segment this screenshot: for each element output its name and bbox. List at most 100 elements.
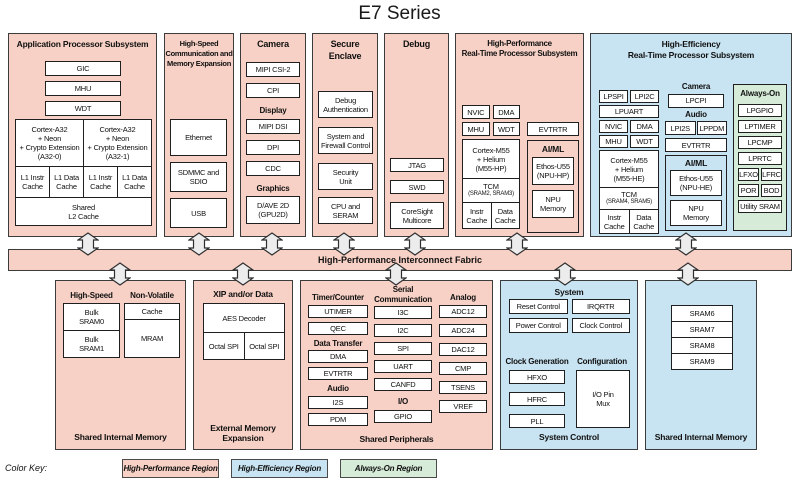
l1-instr-cache: L1 Instr Cache (84, 167, 117, 197)
interconnect-arrow (232, 262, 254, 286)
sram6-box: SRAM6 (672, 306, 732, 321)
cache-box: Cache (125, 303, 179, 319)
interconnect-arrow (675, 232, 697, 256)
hfrc-box: HFRC (509, 392, 565, 406)
l1-instr-cache: L1 Instr Cache (16, 167, 49, 197)
coresight-multicore-box: CoreSight Multicore (390, 202, 444, 229)
security-unit-box: Security Unit (318, 163, 373, 190)
timer-counter-heading: Timer/Counter (312, 293, 364, 302)
lpgpio-box: LPGPIO (738, 103, 782, 117)
hs-comm-memory-expansion: High-Speed Communication and Memory Expa… (164, 33, 234, 237)
debug-authentication-box: Debug Authentication (318, 91, 373, 118)
he-realtime-subsystem: High-Efficiency Real-Time Processor Subs… (590, 33, 792, 237)
sram9-box: SRAM9 (672, 354, 732, 369)
lpspi-box: LPSPI (599, 90, 628, 103)
hert-title: High-Efficiency Real-Time Processor Subs… (627, 39, 755, 61)
shared-internal-memory-right: SRAM6 SRAM7 SRAM8 SRAM9 Shared Internal … (645, 280, 757, 450)
uart-box: UART (374, 360, 432, 374)
sram8-box: SRAM8 (672, 338, 732, 353)
hp-wdt-box: WDT (492, 122, 520, 136)
color-key-label: Color Key: (5, 463, 48, 473)
ethos-u55-hp-box: Ethos-U55 (NPU-HP) (532, 157, 574, 186)
io-pin-mux-box: I/O Pin Mux (576, 370, 630, 428)
clock-generation-heading: Clock Generation (505, 357, 569, 366)
lpcpi-box: LPCPI (668, 93, 724, 108)
lpcmp-box: LPCMP (738, 135, 782, 149)
io-heading: I/O (397, 397, 409, 407)
system-control-title: System Control (538, 431, 600, 442)
he-aiml-heading: AI/ML (684, 158, 708, 169)
usb-box: USB (170, 198, 227, 228)
eme-title: External Memory Expansion (210, 422, 276, 443)
high-speed-heading: High-Speed (70, 291, 113, 300)
utility-sram-box: Utility SRAM (738, 199, 782, 213)
system-control: System Reset Control IRQRTR Power Contro… (500, 280, 638, 450)
i2s-box: I2S (308, 395, 368, 409)
mhu-box: MHU (45, 81, 121, 96)
serial-communication-heading: Serial Communication (374, 285, 432, 304)
hp-evtrtr-box: EVTRTR (527, 122, 579, 136)
gic-box: GIC (45, 61, 121, 76)
he-data-cache: Data Cache (629, 210, 658, 233)
vref-box: VREF (439, 399, 487, 413)
interconnect-fabric-label: High-Performance Interconnect Fabric (317, 255, 483, 265)
gpu2d-box: D/AVE 2D (GPU2D) (246, 196, 300, 224)
cmp-box: CMP (439, 361, 487, 375)
system-firewall-control-box: System and Firewall Control (318, 127, 373, 154)
he-dma-box: DMA (630, 120, 659, 133)
camera-title: Camera (257, 39, 289, 49)
octal-spi-box: Octal SPI (204, 333, 244, 359)
audio-heading: Audio (327, 384, 349, 394)
cdc-box: CDC (246, 161, 300, 176)
shared-l2-cache: Shared L2 Cache (16, 198, 151, 225)
shared-internal-memory-left: High-Speed Bulk SRAM0 Bulk SRAM1 Non-Vol… (55, 280, 186, 450)
ethos-u55-he-box: Ethos-U55 (NPU-HE) (670, 170, 722, 197)
i2c-box: I2C (374, 324, 432, 338)
lprtc-box: LPRTC (738, 151, 782, 165)
external-memory-expansion: XIP and/or Data AES Decoder Octal SPI Oc… (193, 280, 293, 450)
cpu-seram-box: CPU and SERAM (318, 197, 373, 224)
octal-spi-box: Octal SPI (244, 333, 284, 359)
he-tcm-box: TCM (SRAM4, SRAM5) (600, 188, 658, 209)
color-key-always-on: Always-On Region (340, 459, 437, 478)
he-audio-heading: Audio (685, 109, 707, 119)
hp-mhu-box: MHU (462, 122, 490, 136)
he-nvic-box: NVIC (599, 120, 628, 133)
application-processor-subsystem: Application Processor Subsystem GIC MHU … (8, 33, 157, 237)
hp-realtime-subsystem: High-Performance Real-Time Processor Sub… (455, 33, 584, 237)
interconnect-arrow (261, 232, 283, 256)
dma-box: DMA (308, 350, 368, 364)
bulk-sram0-box: Bulk SRAM0 (64, 303, 119, 330)
irqrtr-box: IRQRTR (571, 299, 630, 314)
spi-box: SPI (374, 342, 432, 356)
hprt-title: High-Performance Real-Time Processor Sub… (461, 39, 578, 59)
he-aiml-box: AI/ML Ethos-U55 (NPU-HE) NPU Memory (665, 155, 727, 232)
lpi2c-box: LPI2C (630, 90, 659, 103)
dpi-box: DPI (246, 140, 300, 155)
display-heading: Display (259, 106, 287, 115)
power-control-box: Power Control (509, 318, 568, 333)
qec-box: QEC (308, 321, 368, 335)
evtrtr-box: EVTRTR (308, 367, 368, 381)
interconnect-arrow (385, 262, 407, 286)
hp-aiml-box: AI/ML Ethos-U55 (NPU-HP) NPU Memory (527, 140, 579, 233)
adc12-box: ADC12 (439, 304, 487, 318)
secure-enclave: Secure Enclave Debug Authentication Syst… (312, 33, 378, 237)
l1-data-cache: L1 Data Cache (118, 167, 151, 197)
interconnect-arrow (188, 232, 210, 256)
color-key-high-efficiency: High-Efficiency Region (231, 459, 328, 478)
he-evtrtr-box: EVTRTR (665, 138, 727, 153)
he-instr-cache: Instr Cache (600, 210, 629, 233)
configuration-heading: Configuration (577, 357, 627, 366)
hp-dma-box: DMA (492, 105, 520, 119)
jtag-box: JTAG (390, 158, 444, 172)
hfxo-box: HFXO (509, 370, 565, 384)
bod-box: BOD (761, 183, 782, 197)
lppdm-box: LPPDM (696, 121, 727, 136)
lpuart-box: LPUART (599, 105, 659, 118)
canfd-box: CANFD (374, 378, 432, 392)
camera-block: Camera MIPI CSI-2 CPI Display MIPI DSI D… (240, 33, 306, 237)
analog-heading: Analog (450, 293, 476, 302)
debug-block: Debug JTAG SWD CoreSight Multicore (384, 33, 449, 237)
